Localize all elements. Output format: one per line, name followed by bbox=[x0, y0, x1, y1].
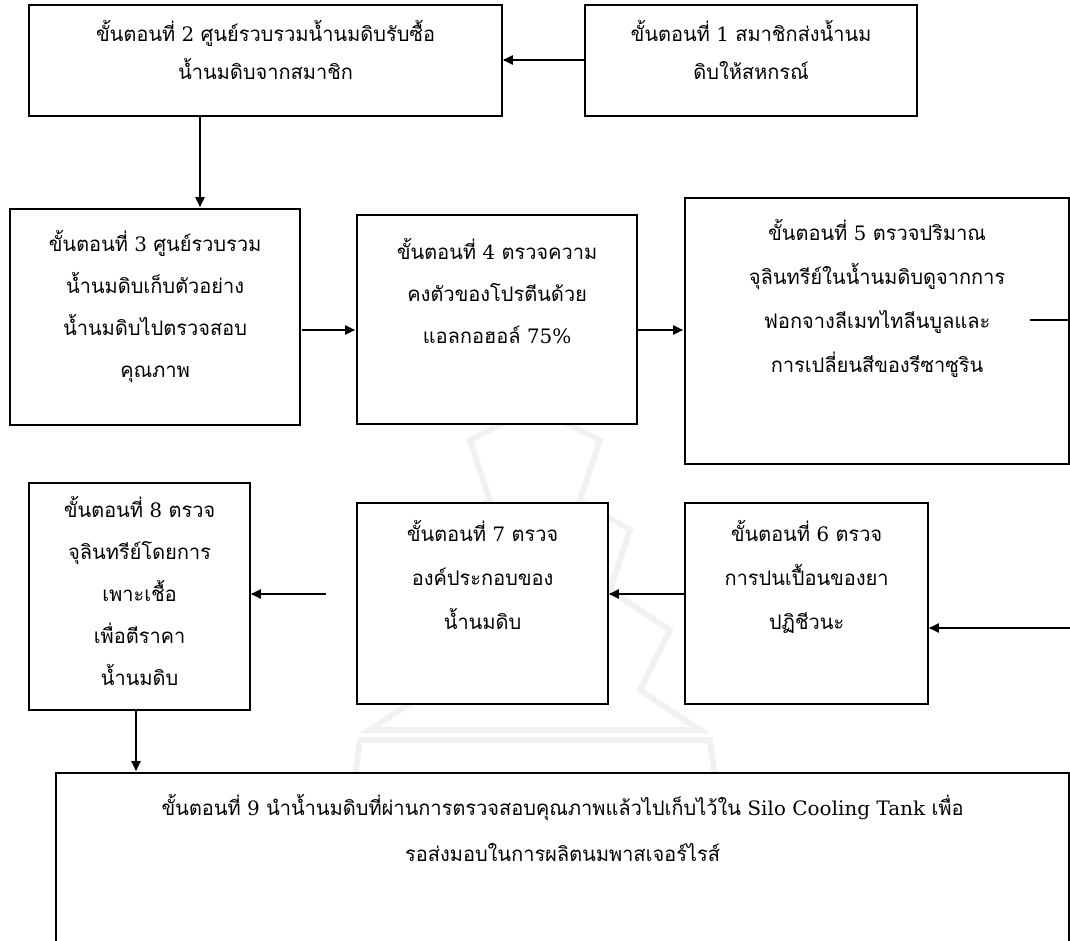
step-8-line-5: น้ำนมดิบ bbox=[100, 666, 179, 690]
step-box-7: ขั้นตอนที่ 7 ตรวจ องค์ประกอบของ น้ำนมดิบ bbox=[356, 502, 609, 705]
step-box-2: ขั้นตอนที่ 2 ศูนย์รวบรวมน้ำนมดิบรับซื้อ … bbox=[28, 4, 503, 117]
step-8-line-3: เพาะเชื้อ bbox=[102, 582, 177, 606]
step-3-line-4: คุณภาพ bbox=[120, 358, 190, 382]
step-4-line-1: ขั้นตอนที่ 4 ตรวจความ bbox=[396, 240, 598, 264]
step-3-line-1: ขั้นตอนที่ 3 ศูนย์รวบรวม bbox=[48, 232, 262, 256]
step-box-9: ขั้นตอนที่ 9 นำน้ำนมดิบที่ผ่านการตรวจสอบ… bbox=[55, 772, 1070, 941]
step-4-line-3: แอลกอฮอล์ 75% bbox=[422, 324, 572, 348]
step-4-line-2: คงตัวของโปรตีนด้วย bbox=[407, 282, 587, 306]
step-box-3: ขั้นตอนที่ 3 ศูนย์รวบรวม น้ำนมดิบเก็บตัว… bbox=[9, 208, 301, 426]
step-1-line-2: ดิบให้สหกรณ์ bbox=[693, 60, 809, 84]
step-6-line-2: การปนเปื้อนของยา bbox=[724, 566, 889, 590]
step-8-line-1: ขั้นตอนที่ 8 ตรวจ bbox=[63, 498, 216, 522]
step-9-line-1: ขั้นตอนที่ 9 นำน้ำนมดิบที่ผ่านการตรวจสอบ… bbox=[161, 796, 964, 820]
step-box-1: ขั้นตอนที่ 1 สมาชิกส่งน้ำนม ดิบให้สหกรณ์ bbox=[584, 4, 918, 117]
step-2-line-1: ขั้นตอนที่ 2 ศูนย์รวบรวมน้ำนมดิบรับซื้อ bbox=[95, 22, 435, 46]
step-box-5: ขั้นตอนที่ 5 ตรวจปริมาณ จุลินทรีย์ในน้ำน… bbox=[684, 197, 1070, 465]
step-6-line-1: ขั้นตอนที่ 6 ตรวจ bbox=[730, 522, 883, 546]
step-box-4: ขั้นตอนที่ 4 ตรวจความ คงตัวของโปรตีนด้วย… bbox=[356, 214, 638, 425]
step-3-line-3: น้ำนมดิบไปตรวจสอบ bbox=[63, 316, 247, 340]
step-5-line-2: จุลินทรีย์ในน้ำนมดิบดูจากการ bbox=[748, 265, 1006, 289]
step-5-line-4: การเปลี่ยนสีของรีซาซูริน bbox=[770, 353, 984, 377]
step-2-line-2: น้ำนมดิบจากสมาชิก bbox=[178, 60, 353, 84]
step-box-8: ขั้นตอนที่ 8 ตรวจ จุลินทรีย์โดยการ เพาะเ… bbox=[28, 482, 251, 711]
step-8-line-2: จุลินทรีย์โดยการ bbox=[68, 540, 211, 564]
step-8-line-4: เพื่อตีราคา bbox=[93, 624, 186, 648]
step-7-line-3: น้ำนมดิบ bbox=[443, 610, 522, 634]
step-9-line-2: รอส่งมอบในการผลิตนมพาสเจอร์ไรส์ bbox=[405, 842, 720, 866]
step-7-line-2: องค์ประกอบของ bbox=[411, 566, 554, 590]
step-3-line-2: น้ำนมดิบเก็บตัวอย่าง bbox=[65, 274, 245, 298]
step-6-line-3: ปฏิชีวนะ bbox=[768, 610, 845, 634]
step-7-line-1: ขั้นตอนที่ 7 ตรวจ bbox=[406, 522, 559, 546]
step-1-line-1: ขั้นตอนที่ 1 สมาชิกส่งน้ำนม bbox=[630, 22, 872, 46]
step-5-line-1: ขั้นตอนที่ 5 ตรวจปริมาณ bbox=[768, 221, 986, 245]
step-5-line-3: ฟอกจางลีเมทไทลีนบูลและ bbox=[763, 309, 991, 333]
step-box-6: ขั้นตอนที่ 6 ตรวจ การปนเปื้อนของยา ปฏิชี… bbox=[684, 502, 929, 705]
